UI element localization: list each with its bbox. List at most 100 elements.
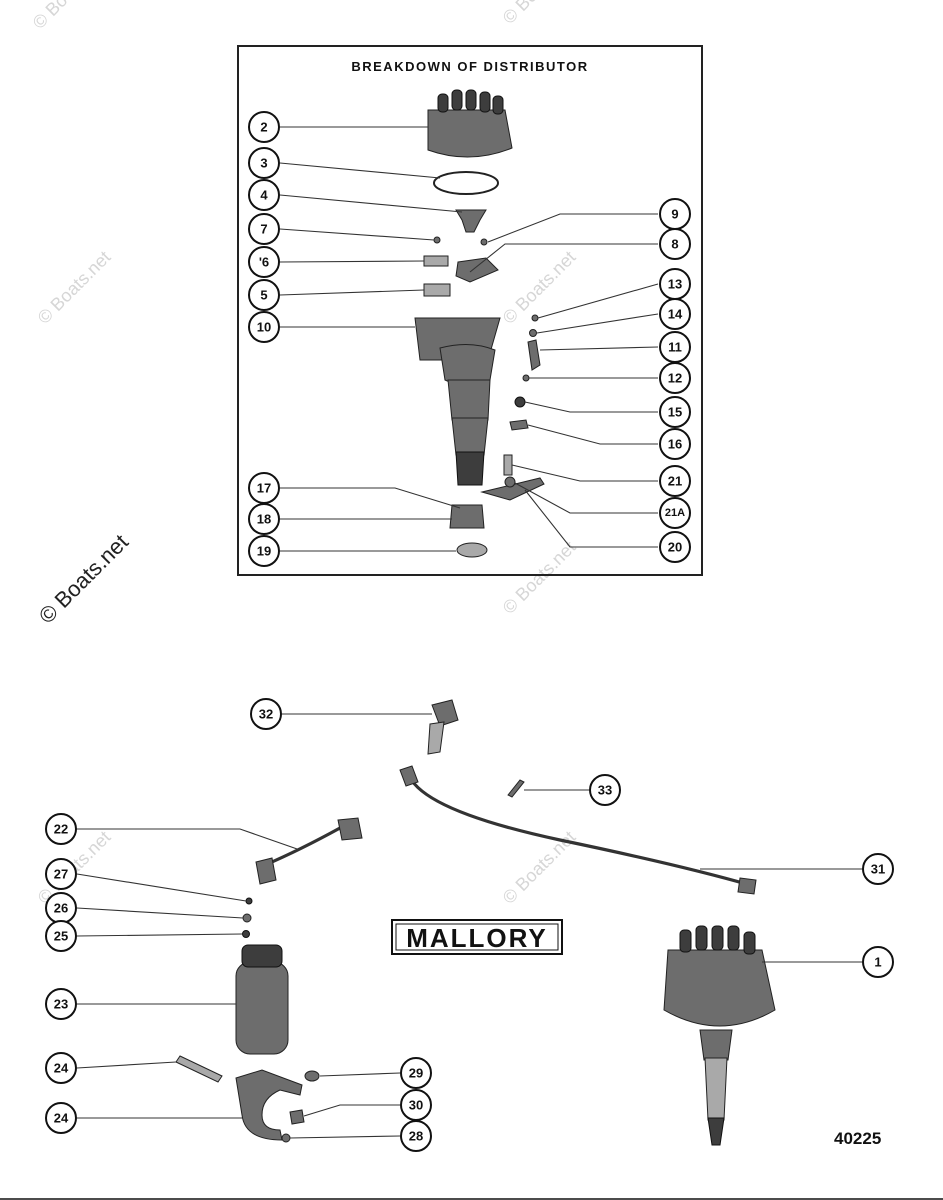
svg-text:7: 7 <box>260 222 267 237</box>
svg-text:27: 27 <box>54 867 68 882</box>
nut-15-part <box>514 396 526 408</box>
svg-text:21: 21 <box>668 474 682 489</box>
svg-text:28: 28 <box>409 1129 423 1144</box>
gasket-ring-part <box>433 171 499 195</box>
callout-25: 24 <box>45 1052 77 1084</box>
watermark-7: © Boats.net <box>499 827 580 908</box>
leader-lines <box>61 126 862 1139</box>
distributor-housing-part <box>414 317 501 486</box>
callout-21a: 21A <box>659 497 691 529</box>
svg-text:15: 15 <box>668 405 682 420</box>
callout-14: 14 <box>659 298 691 330</box>
svg-text:24: 24 <box>54 1111 69 1126</box>
svg-text:26: 26 <box>54 901 68 916</box>
callout-13: 13 <box>659 268 691 300</box>
callout-33: 32 <box>250 698 282 730</box>
nut-28-part <box>245 897 253 905</box>
svg-text:21A: 21A <box>665 507 685 519</box>
callout-20: 20 <box>659 531 691 563</box>
spark-plug-part <box>427 699 459 755</box>
callout-31: 30 <box>400 1089 432 1121</box>
callout-10: 10 <box>248 311 280 343</box>
callout-28: 27 <box>45 858 77 890</box>
watermark-4: © Boats.net <box>499 247 580 328</box>
svg-text:32: 32 <box>259 707 273 722</box>
screw-29-part <box>281 1133 291 1143</box>
svg-text:33: 33 <box>598 783 612 798</box>
svg-text:'6: '6 <box>259 255 269 270</box>
svg-text:13: 13 <box>668 277 682 292</box>
callout-16: 16 <box>659 428 691 460</box>
svg-text:9: 9 <box>671 207 678 222</box>
coil-wire-end-part <box>337 817 363 841</box>
callout-18: 18 <box>248 503 280 535</box>
svg-text:17: 17 <box>257 481 271 496</box>
svg-text:29: 29 <box>409 1066 423 1081</box>
svg-text:19: 19 <box>257 544 271 559</box>
svg-text:8: 8 <box>671 237 678 252</box>
clip-11-part <box>527 339 541 371</box>
svg-text:2: 2 <box>260 120 267 135</box>
plate-5-part <box>423 283 451 297</box>
svg-text:25: 25 <box>54 929 68 944</box>
callout-1: 1 <box>862 946 894 978</box>
screw-9-part <box>480 238 488 246</box>
clip-31-part <box>289 1109 305 1125</box>
mallory-label: MALLORY <box>391 919 563 955</box>
screw-7-part <box>433 236 441 244</box>
nut-30-part <box>304 1070 320 1082</box>
svg-text:11: 11 <box>668 340 682 355</box>
callout-27: 26 <box>45 892 77 924</box>
watermark-main: © Boats.net <box>34 529 133 628</box>
callout-17: 17 <box>248 472 280 504</box>
svg-text:5: 5 <box>260 288 267 303</box>
svg-text:1: 1 <box>874 955 881 970</box>
coil-wire-end-2-part <box>255 857 277 885</box>
svg-text:16: 16 <box>668 437 682 452</box>
bolt-25-part <box>175 1055 223 1083</box>
callout-19: 19 <box>248 535 280 567</box>
callout-30: 29 <box>400 1057 432 1089</box>
callout-8: 8 <box>659 228 691 260</box>
callout-9: 9 <box>659 198 691 230</box>
callout-11: 11 <box>659 331 691 363</box>
callout-22: 21A22 <box>45 813 77 845</box>
watermark-5: © Boats.net <box>499 537 580 618</box>
watermark-3: © Boats.net <box>34 247 115 328</box>
inset-title: BREAKDOWN OF DISTRIBUTOR <box>351 59 588 74</box>
svg-text:22: 22 <box>54 822 68 837</box>
svg-text:14: 14 <box>668 307 683 322</box>
screw-13-part <box>531 314 539 322</box>
svg-text:23: 23 <box>54 997 68 1012</box>
svg-text:20: 20 <box>668 540 682 555</box>
washer-21a-part <box>504 476 516 488</box>
mallory-text: MALLORY <box>406 923 548 953</box>
callout-32: 31 <box>862 853 894 885</box>
washer-27-part <box>242 913 252 923</box>
bolt-21-part <box>503 454 513 476</box>
pin-16-part <box>509 419 529 431</box>
callout-34: 33 <box>589 774 621 806</box>
ignition-coil-part <box>235 944 289 1055</box>
callout-2: 2 <box>248 111 280 143</box>
coil-bracket-part <box>235 1069 303 1141</box>
gasket-19-part <box>456 542 488 558</box>
callout-6: '6 <box>248 246 280 278</box>
svg-text:31: 31 <box>871 862 885 877</box>
callout-3: 3 <box>248 147 280 179</box>
distributor-cap-part <box>427 89 513 158</box>
svg-text:4: 4 <box>260 188 268 203</box>
svg-text:30: 30 <box>409 1098 423 1113</box>
nut-26-part <box>242 930 250 938</box>
svg-text:10: 10 <box>257 320 271 335</box>
rotor-part <box>455 209 487 233</box>
callout-26: 25 <box>45 920 77 952</box>
washer-14-part <box>529 329 537 337</box>
callout-7: 7 <box>248 213 280 245</box>
wire-boot-end-part <box>399 765 419 787</box>
svg-text:12: 12 <box>668 371 682 386</box>
condenser-part <box>423 255 449 267</box>
spark-plug-wire-part <box>406 771 752 887</box>
